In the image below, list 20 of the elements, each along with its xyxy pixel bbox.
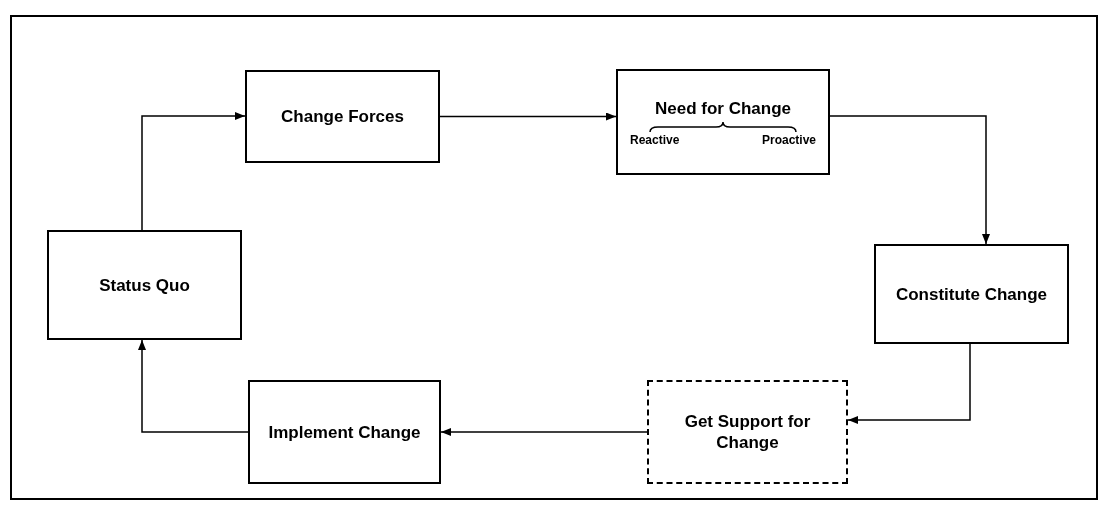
sub-label: Proactive (761, 132, 816, 147)
sub-label: Reactive (630, 132, 680, 147)
process-box (245, 70, 440, 163)
box-title: Change Forces (281, 106, 404, 127)
process-box (874, 244, 1069, 344)
arrow (141, 112, 246, 231)
box-title: Need for Change (655, 97, 791, 119)
arrow (847, 343, 971, 424)
arrow (440, 428, 648, 436)
arrow (439, 112, 617, 121)
dashed-process-box (647, 380, 848, 484)
process-box (47, 230, 242, 340)
process-box (248, 380, 441, 484)
box-title: Get Support for Change (683, 411, 812, 453)
arrow (138, 339, 249, 433)
process-box (616, 69, 830, 175)
box-title: Status Quo (99, 274, 190, 296)
box-title: Implement Change (268, 421, 421, 443)
arrow (829, 115, 990, 245)
box-title: Constitute Change (895, 283, 1048, 305)
